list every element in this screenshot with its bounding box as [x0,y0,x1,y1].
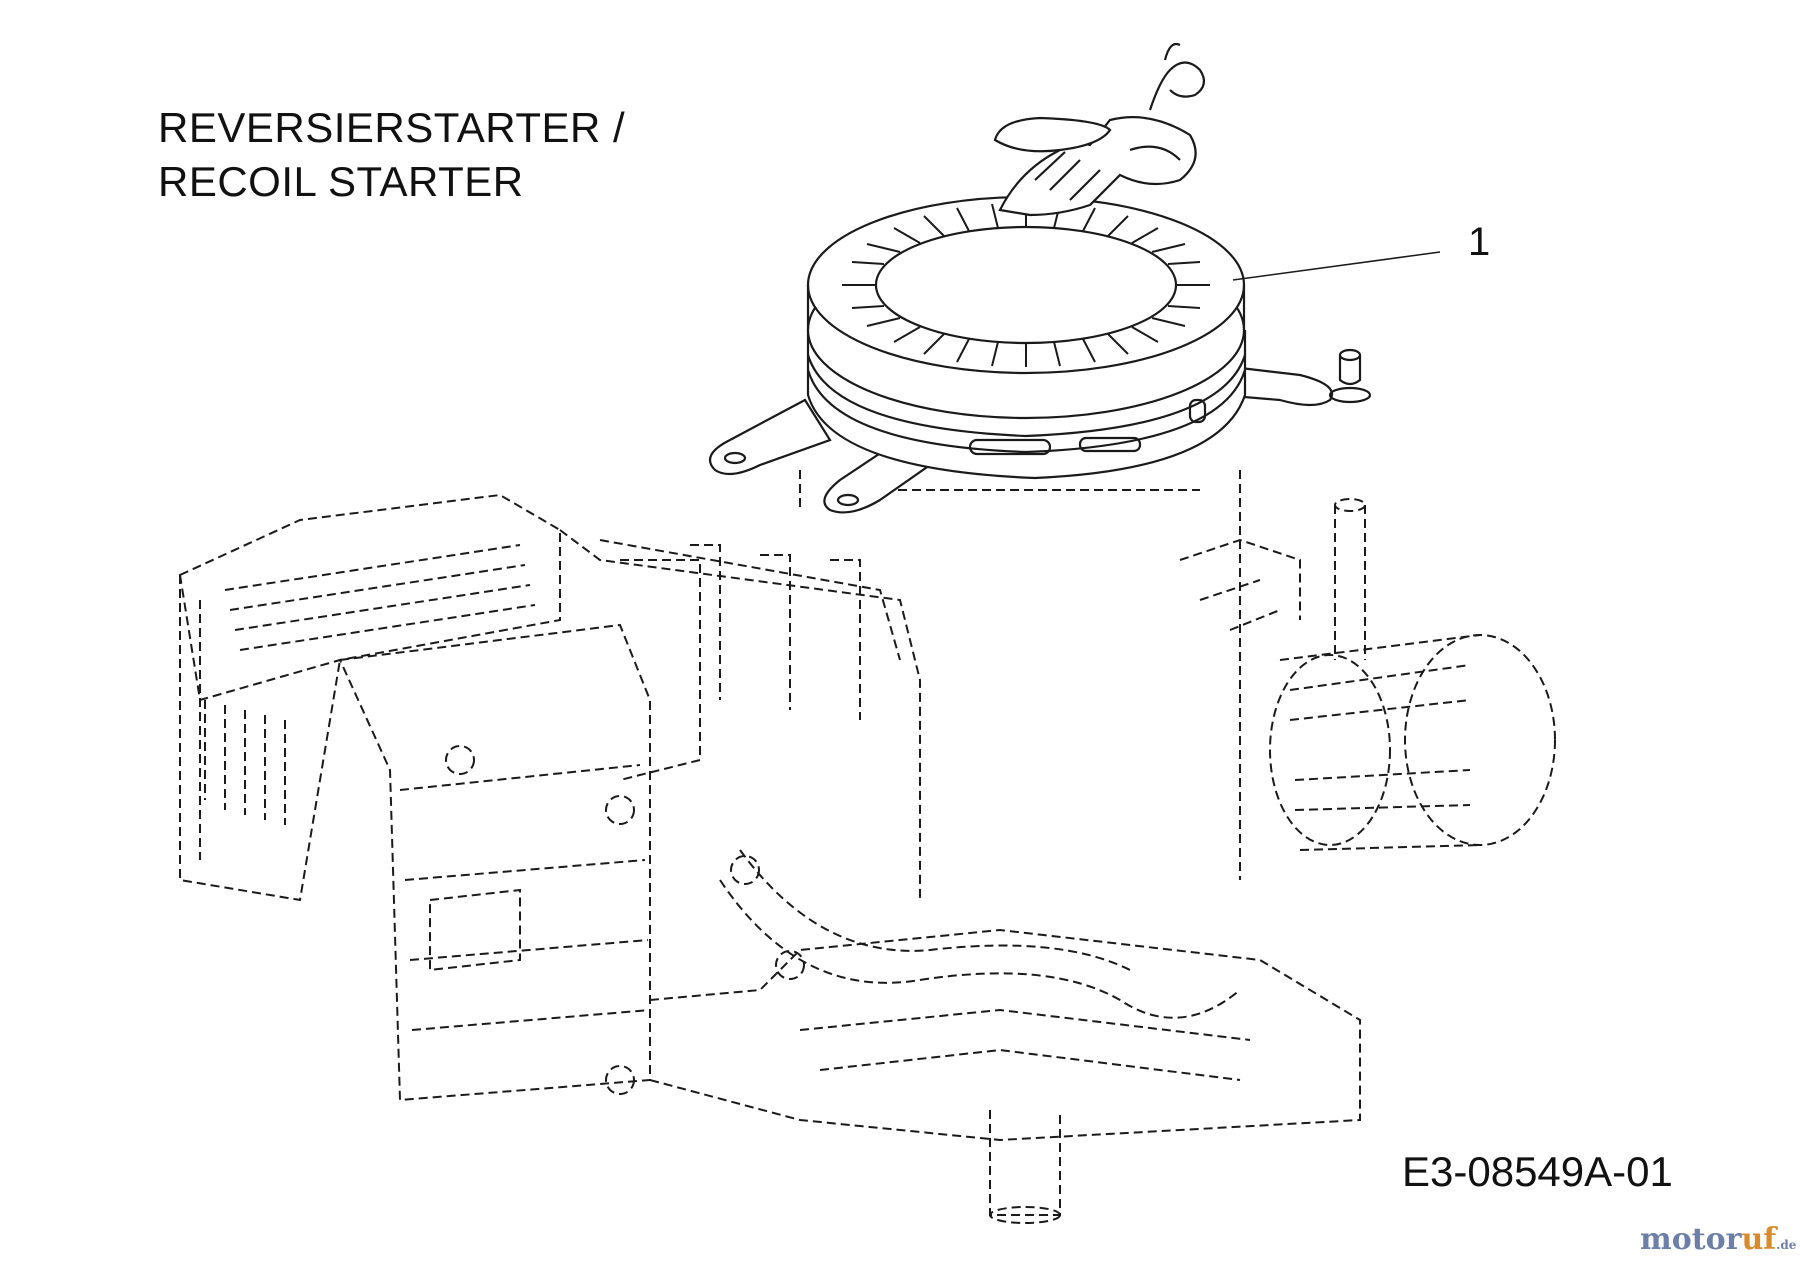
mounting-pin [1338,355,1362,386]
mount-tab-left [708,398,832,476]
drawing-code: E3-08549A-01 [1402,1148,1673,1195]
watermark-suffix: .de [1776,1238,1797,1252]
callout-leader-line [1232,251,1441,281]
diagram-title-line-1: REVERSIERSTARTER / [158,104,626,151]
watermark-logo: motoruf.de [1640,1222,1796,1257]
watermark-part-b: uf [1741,1222,1777,1257]
recoil-starter-drawing [708,42,1372,514]
diagram-title-line-2: RECOIL STARTER [158,158,524,205]
starter-rope-knot [1148,42,1206,111]
watermark-part-a: motor [1640,1222,1742,1257]
engine-block-outline [178,470,1556,1224]
callout-label-1: 1 [1468,220,1491,264]
